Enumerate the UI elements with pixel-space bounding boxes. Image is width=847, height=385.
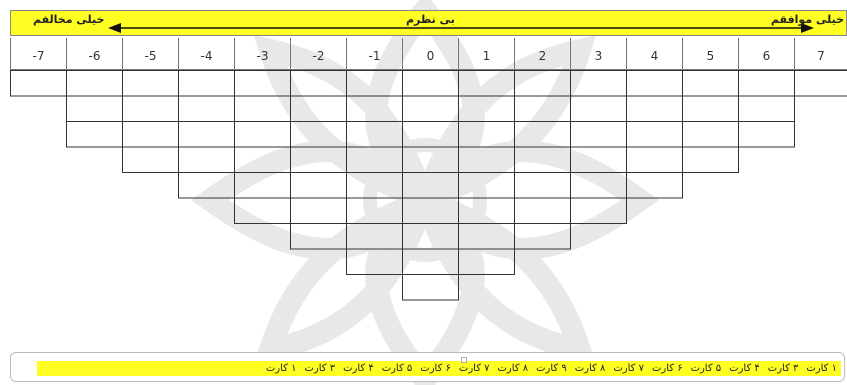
card-slot[interactable] bbox=[403, 224, 459, 250]
card-slot[interactable] bbox=[683, 96, 739, 122]
card-slot[interactable] bbox=[123, 122, 179, 148]
card-slot[interactable] bbox=[403, 147, 459, 173]
card-slot[interactable] bbox=[571, 147, 627, 173]
card-slot[interactable] bbox=[739, 122, 795, 148]
card-slot[interactable] bbox=[683, 122, 739, 148]
card-slot[interactable] bbox=[515, 224, 571, 250]
card-count-label: ۳ کارت bbox=[304, 363, 335, 374]
card-slot[interactable] bbox=[347, 173, 403, 199]
card-slot[interactable] bbox=[739, 96, 795, 122]
card-slot[interactable] bbox=[627, 122, 683, 148]
resize-handle-marker bbox=[461, 357, 467, 363]
card-count-label: ۵ کارت bbox=[382, 363, 413, 374]
card-slot[interactable] bbox=[179, 96, 235, 122]
card-slot[interactable] bbox=[683, 71, 739, 97]
card-count-label: ۵ کارت bbox=[691, 363, 722, 374]
card-slot[interactable] bbox=[403, 249, 459, 275]
card-slot[interactable] bbox=[123, 71, 179, 97]
card-slot[interactable] bbox=[67, 71, 123, 97]
card-slot[interactable] bbox=[571, 71, 627, 97]
card-slot[interactable] bbox=[571, 96, 627, 122]
card-slot[interactable] bbox=[179, 122, 235, 148]
card-slot[interactable] bbox=[291, 224, 347, 250]
card-slot[interactable] bbox=[67, 122, 123, 148]
card-count-label: ۸ کارت bbox=[498, 363, 529, 374]
card-slot[interactable] bbox=[291, 173, 347, 199]
card-slot[interactable] bbox=[123, 147, 179, 173]
card-slot[interactable] bbox=[235, 198, 291, 224]
card-slot[interactable] bbox=[403, 198, 459, 224]
card-slot[interactable] bbox=[11, 71, 67, 97]
card-slot[interactable] bbox=[291, 71, 347, 97]
card-count-label: ۸ کارت bbox=[575, 363, 606, 374]
card-count-box: ۱ کارت ۳ کارت ۴ کارت ۵ کارت ۶ کارت ۷ کارت ۸ کا… bbox=[10, 352, 845, 382]
card-slot[interactable] bbox=[459, 147, 515, 173]
card-slot[interactable] bbox=[347, 96, 403, 122]
card-slot[interactable] bbox=[459, 198, 515, 224]
card-slot[interactable] bbox=[515, 198, 571, 224]
card-slot[interactable] bbox=[515, 122, 571, 148]
card-slot[interactable] bbox=[459, 224, 515, 250]
card-slot[interactable] bbox=[571, 122, 627, 148]
card-slot[interactable] bbox=[179, 173, 235, 199]
card-slot[interactable] bbox=[515, 173, 571, 199]
card-count-label: ۶ کارت bbox=[652, 363, 683, 374]
card-slot[interactable] bbox=[627, 147, 683, 173]
card-count-label: ۳ کارت bbox=[768, 363, 799, 374]
card-slot[interactable] bbox=[235, 173, 291, 199]
card-slot[interactable] bbox=[179, 71, 235, 97]
card-slot[interactable] bbox=[403, 96, 459, 122]
card-slot[interactable] bbox=[403, 275, 459, 301]
card-count-label: ۴ کارت bbox=[729, 363, 760, 374]
card-slot[interactable] bbox=[459, 249, 515, 275]
card-count-label: ۱ کارت bbox=[806, 363, 837, 374]
card-slot[interactable] bbox=[291, 122, 347, 148]
card-slot[interactable] bbox=[291, 147, 347, 173]
card-slot[interactable] bbox=[795, 71, 847, 97]
card-slot[interactable] bbox=[291, 198, 347, 224]
card-slot[interactable] bbox=[739, 71, 795, 97]
card-count-label: ۶ کارت bbox=[420, 363, 451, 374]
card-slot[interactable] bbox=[403, 173, 459, 199]
card-count-label: ۷ کارت bbox=[459, 363, 490, 374]
card-slot[interactable] bbox=[235, 96, 291, 122]
card-count-label: ۱ کارت bbox=[266, 363, 297, 374]
card-slot[interactable] bbox=[403, 122, 459, 148]
card-slot[interactable] bbox=[627, 173, 683, 199]
card-slot[interactable] bbox=[347, 249, 403, 275]
card-count-label: ۴ کارت bbox=[343, 363, 374, 374]
card-slot[interactable] bbox=[347, 71, 403, 97]
card-slot[interactable] bbox=[627, 96, 683, 122]
card-slot[interactable] bbox=[179, 147, 235, 173]
card-slot[interactable] bbox=[347, 147, 403, 173]
card-count-bar: ۱ کارت ۳ کارت ۴ کارت ۵ کارت ۶ کارت ۷ کارت ۸ کا… bbox=[37, 361, 841, 376]
card-slot[interactable] bbox=[459, 122, 515, 148]
card-slot[interactable] bbox=[515, 147, 571, 173]
card-slot[interactable] bbox=[571, 198, 627, 224]
card-slot[interactable] bbox=[683, 147, 739, 173]
card-slot[interactable] bbox=[235, 122, 291, 148]
card-slot[interactable] bbox=[515, 71, 571, 97]
card-slot[interactable] bbox=[515, 96, 571, 122]
card-slot[interactable] bbox=[67, 96, 123, 122]
card-slot[interactable] bbox=[347, 224, 403, 250]
card-slot[interactable] bbox=[123, 96, 179, 122]
card-slot[interactable] bbox=[459, 173, 515, 199]
card-slot[interactable] bbox=[347, 122, 403, 148]
card-slot[interactable] bbox=[459, 71, 515, 97]
card-slot[interactable] bbox=[403, 71, 459, 97]
card-slot[interactable] bbox=[571, 173, 627, 199]
card-slot[interactable] bbox=[627, 71, 683, 97]
card-slot[interactable] bbox=[291, 96, 347, 122]
card-count-label: ۹ کارت bbox=[536, 363, 567, 374]
card-slot[interactable] bbox=[235, 71, 291, 97]
card-slot[interactable] bbox=[235, 147, 291, 173]
card-count-label: ۷ کارت bbox=[613, 363, 644, 374]
card-slot[interactable] bbox=[347, 198, 403, 224]
card-slot[interactable] bbox=[459, 96, 515, 122]
